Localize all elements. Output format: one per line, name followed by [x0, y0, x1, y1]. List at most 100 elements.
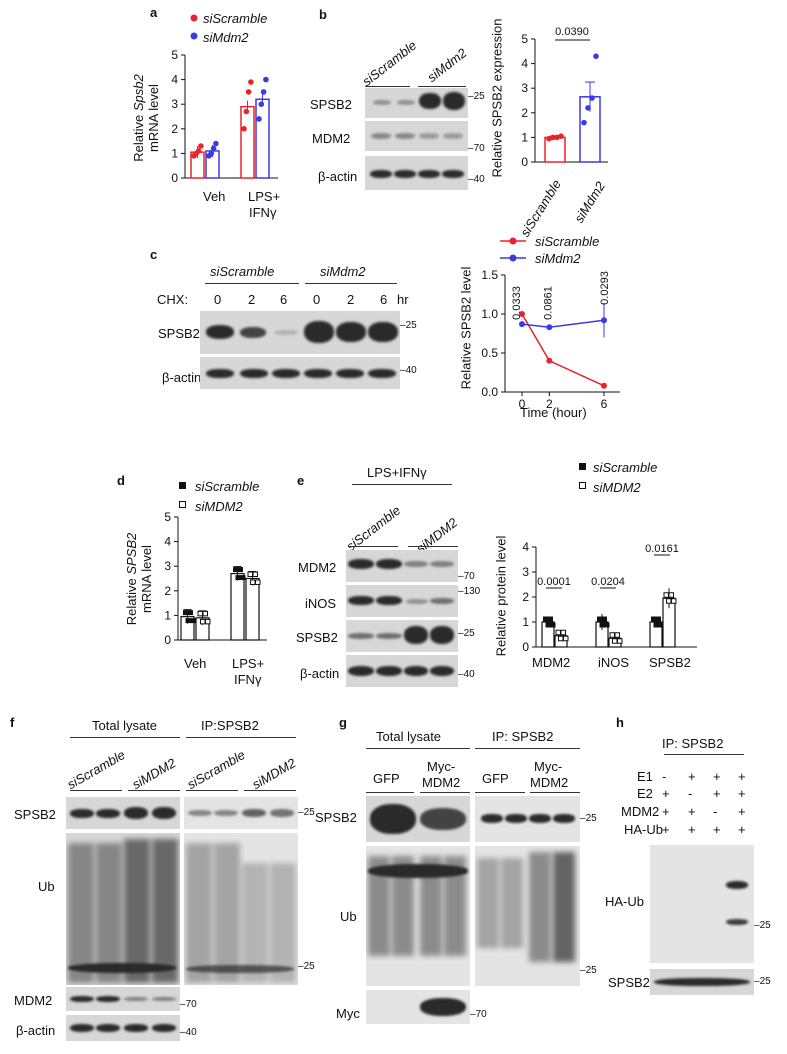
panel-e-blot-spsb2: [346, 620, 458, 652]
panel-d-point: [235, 575, 241, 581]
panel-f-label: f: [10, 715, 15, 730]
panel-e-point: [617, 638, 623, 644]
panel-c-y-tick-label: 1.0: [481, 307, 498, 321]
panel-h-sign: +: [662, 822, 670, 837]
panel-e-row-inos: iNOS: [305, 596, 337, 611]
panel-h-sign: +: [662, 786, 670, 801]
panel-b-ylabel: Relative SPSB2 expression: [489, 18, 505, 178]
panel-c-group-bar-2: [305, 283, 397, 284]
panel-b-point: [581, 119, 587, 126]
panel-f-row-actin: β-actin: [16, 1023, 56, 1038]
panel-b-lane-simdm2: siMdm2: [424, 45, 470, 86]
panel-a-point: [198, 143, 204, 149]
panel-e-treatment: LPS+IFNγ: [367, 465, 427, 480]
panel-c-series-line: [521, 319, 605, 329]
panel-g-lane-bar-4: [530, 792, 580, 793]
panel-f-lane-2: siMDM2: [129, 755, 179, 793]
panel-c-y-tick-label: 1.5: [481, 268, 498, 282]
panel-a-point: [260, 89, 267, 95]
panel-e-row-mdm2: MDM2: [298, 560, 337, 575]
panel-c-row-actin: β-actin: [162, 370, 202, 385]
panel-e-point: [563, 635, 569, 642]
panel-g-row-ub: Ub: [340, 909, 357, 924]
panel-c-x-tick-label: 2: [546, 397, 553, 411]
panel-h-row-spsb2: SPSB2: [608, 975, 650, 990]
panel-c-group-simdm2: siMdm2: [320, 264, 366, 279]
panel-f-row-ub: Ub: [38, 879, 55, 894]
panel-d-point: [200, 618, 206, 625]
panel-c-marker-40: –40: [400, 365, 417, 376]
panel-f-lane-bar-4: [244, 790, 296, 791]
panel-c-blot-spsb2: [200, 311, 400, 354]
panel-e-legend: [579, 463, 586, 489]
panel-d-x-veh: Veh: [184, 656, 207, 671]
panel-e-y-tick-label: 4: [522, 540, 529, 554]
panel-e-point: [560, 629, 566, 636]
panel-d-y-tick-label: 3: [164, 559, 171, 573]
panel-d-y-tick-label: 4: [164, 535, 171, 549]
panel-d-point: [183, 610, 188, 616]
panel-f-marker-40: –40: [180, 1027, 197, 1038]
panel-d-point: [240, 575, 246, 581]
panel-f-blot-spsb2-ip: [184, 797, 298, 829]
panel-b-lane-bar-1: [365, 86, 410, 87]
panel-c-xlabel: Time (hour): [520, 405, 587, 420]
panel-g-lane-myc-1: Myc-: [427, 759, 456, 774]
panel-f-blot-mdm2: [66, 987, 180, 1011]
panel-h-header-bar: [664, 754, 744, 755]
panel-a-point: [258, 101, 265, 107]
panel-c-group-siscramble: siScramble: [210, 264, 275, 279]
panel-e-point: [602, 616, 607, 622]
panel-c-y-tick-label: 0.5: [481, 346, 498, 360]
panel-b-marker-70: –70: [468, 143, 485, 154]
panel-f-header-bar-1: [70, 737, 180, 738]
panel-h-sign: +: [713, 822, 721, 837]
panel-f-header-bar-2: [186, 737, 296, 738]
panel-c-unit: hr: [397, 292, 409, 307]
panel-h-sign: +: [738, 769, 746, 784]
panel-c-point: [546, 357, 553, 364]
panel-a-point: [248, 79, 254, 85]
panel-e-blot-actin: [346, 655, 458, 687]
panel-e-point: [543, 616, 548, 622]
panel-e-marker-70: –70: [458, 571, 475, 582]
panel-b-marker-40: –40: [468, 174, 485, 185]
panel-g-label: g: [339, 715, 347, 730]
panel-g-row-spsb2: SPSB2: [315, 810, 357, 825]
panel-g-marker-25a: –25: [580, 813, 597, 824]
panel-e-x-inos: iNOS: [598, 655, 630, 670]
panel-a-point: [210, 145, 217, 152]
panel-d-legend: [179, 482, 186, 508]
panel-f-lane-1: siScramble: [64, 746, 128, 793]
panel-e-point: [558, 635, 564, 642]
panel-h-blot-haub: [650, 845, 754, 963]
panel-f-blot-ub-total: [66, 833, 180, 985]
panel-e-point: [612, 638, 618, 644]
panel-b-point: [585, 105, 591, 111]
panel-d-point: [250, 579, 256, 585]
panel-e-blot-mdm2: [346, 550, 458, 582]
panel-e-point: [668, 592, 674, 598]
panel-a-point: [213, 140, 219, 147]
panel-h-label: h: [616, 715, 624, 730]
panel-g-row-myc: Myc: [336, 1006, 360, 1021]
panel-h-sign: +: [713, 786, 721, 801]
panel-h-sign: -: [713, 804, 718, 819]
panel-e-row-spsb2: SPSB2: [296, 630, 338, 645]
panel-g-lane-bar-3: [475, 792, 525, 793]
panel-b-label: b: [319, 7, 327, 22]
panel-e-x-spsb2: SPSB2: [649, 655, 691, 670]
panel-g-blot-spsb2-ip: [475, 796, 580, 842]
panel-f-header-total: Total lysate: [92, 718, 158, 733]
panel-c-blot-actin: [200, 357, 400, 389]
panel-h-cond-e2: E2: [637, 786, 653, 801]
panel-c-legend-siscramble: siScramble: [535, 234, 600, 249]
panel-b-blot-actin: [365, 156, 468, 190]
panel-b-blot-spsb2: [365, 88, 468, 118]
panel-c-ylabel: Relative SPSB2 level: [458, 266, 474, 390]
panel-h-cond-e1: E1: [637, 769, 653, 784]
panel-e-x-mdm2: MDM2: [532, 655, 571, 670]
panel-d-point: [190, 618, 196, 624]
